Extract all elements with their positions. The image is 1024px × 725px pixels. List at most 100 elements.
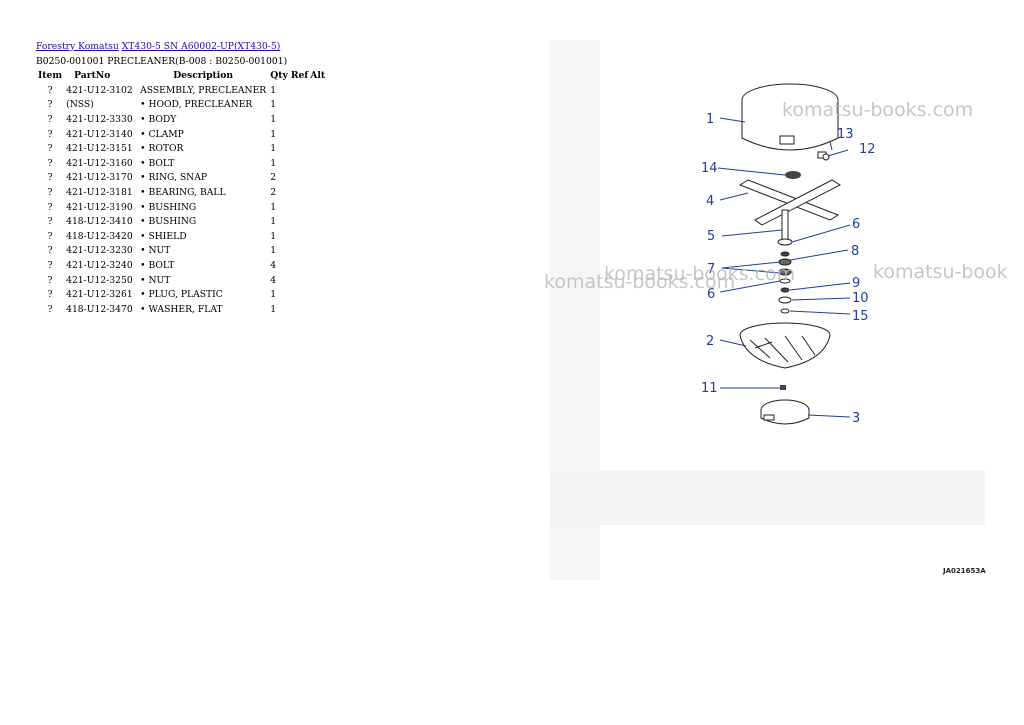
- cell-partno: 418-U12-3470: [66, 303, 133, 315]
- cell-ref: [290, 230, 309, 245]
- parts-table-header: Item PartNo Description Qty Ref Alt: [36, 69, 326, 84]
- cell-qty: 2: [270, 186, 277, 198]
- cell-ref: [290, 142, 309, 157]
- cell-alt: [309, 230, 326, 245]
- cell-description: • SHIELD: [140, 230, 187, 242]
- cell-item: ?: [47, 157, 53, 169]
- callout-7: 7: [707, 262, 715, 277]
- cell-item: ?: [47, 84, 53, 96]
- cell-alt: [309, 215, 326, 230]
- cell-ref: [290, 274, 309, 289]
- cell-partno: 421-U12-3181: [66, 186, 133, 198]
- diagram-svg: 1 13 12 14 4 6 5 8 7 6 9 10 15 2 11 3 ko…: [544, 40, 1008, 580]
- header-ref: Ref: [290, 70, 309, 82]
- bushing-part: [785, 171, 801, 179]
- cell-partno: 421-U12-3230: [66, 245, 133, 257]
- cell-qty: 2: [270, 172, 277, 184]
- cell-qty: 4: [270, 259, 277, 271]
- cell-qty: 1: [270, 99, 277, 111]
- page-subtitle: B0250-001001 PRECLEANER(B-008 : B0250-00…: [36, 55, 288, 67]
- cell-qty: 1: [270, 128, 277, 140]
- cell-alt: [309, 186, 326, 201]
- cell-alt: [309, 274, 326, 289]
- cell-description: • BOLT: [140, 157, 175, 169]
- cell-ref: [290, 84, 309, 99]
- header-description: Description: [173, 70, 234, 82]
- cell-partno: 421-U12-3140: [66, 128, 133, 140]
- breadcrumb-link-forestry-komatsu[interactable]: Forestry Komatsu: [36, 41, 119, 52]
- cell-partno: 421-U12-3240: [66, 259, 133, 271]
- cell-item: ?: [47, 274, 53, 286]
- cell-partno: 421-U12-3102: [66, 84, 133, 96]
- callout-10: 10: [852, 291, 869, 306]
- cell-partno: 418-U12-3420: [66, 230, 133, 242]
- cell-description: • RING, SNAP: [140, 172, 208, 184]
- cell-qty: 1: [270, 201, 277, 213]
- hood-part: [741, 83, 839, 151]
- cell-item: ?: [47, 259, 53, 271]
- callout-11: 11: [701, 381, 718, 396]
- cell-description: • PLUG, PLASTIC: [140, 289, 223, 301]
- cell-qty: 1: [270, 143, 277, 155]
- callout-6-bottom: 6: [707, 287, 715, 302]
- callout-13: 13: [837, 127, 854, 142]
- cell-ref: [290, 113, 309, 128]
- cell-partno: 421-U12-3160: [66, 157, 133, 169]
- cell-partno: 421-U12-3151: [66, 143, 133, 155]
- callout-labels: 1 13 12 14 4 6 5 8 7 6 9 10 15 2 11 3: [701, 112, 876, 426]
- cell-alt: [309, 244, 326, 259]
- cell-ref: [290, 244, 309, 259]
- cell-ref: [290, 128, 309, 143]
- cell-alt: [309, 259, 326, 274]
- cell-ref: [290, 215, 309, 230]
- cell-partno: 421-U12-3190: [66, 201, 133, 213]
- breadcrumb: Forestry Komatsu XT430-5 SN A60002-UP(XT…: [36, 40, 336, 55]
- watermark-top: komatsu-books.com: [782, 99, 973, 121]
- cell-item: ?: [47, 230, 53, 242]
- breadcrumb-link-model[interactable]: XT430-5 SN A60002-UP(XT430-5): [121, 41, 281, 52]
- cell-description: • BEARING, BALL: [140, 186, 226, 198]
- diagram-code: JA021653A: [942, 567, 986, 575]
- cell-item: ?: [47, 201, 53, 213]
- cell-ref: [290, 98, 309, 113]
- cell-partno: (NSS): [66, 99, 94, 111]
- cell-description: • CLAMP: [140, 128, 184, 140]
- callout-9: 9: [852, 276, 860, 291]
- table-row: ? 421-U12-3261 • PLUG, PLASTIC 1: [36, 288, 326, 303]
- cell-partno: 421-U12-3261: [66, 289, 133, 301]
- table-row: ? 421-U12-3160 • BOLT 1: [36, 157, 326, 172]
- cell-item: ?: [47, 289, 53, 301]
- cell-ref: [290, 303, 309, 318]
- callout-4: 4: [706, 194, 714, 209]
- cell-ref: [290, 157, 309, 172]
- watermark-right: komatsu-book: [873, 261, 1008, 283]
- cell-ref: [290, 171, 309, 186]
- cell-alt: [309, 171, 326, 186]
- cell-description: • BUSHING: [140, 216, 197, 228]
- cell-description: • NUT: [140, 245, 171, 257]
- watermark-middle: komatsu-books.com: [604, 263, 795, 285]
- cell-ref: [290, 259, 309, 274]
- parts-table: Item PartNo Description Qty Ref Alt ?421…: [36, 69, 326, 317]
- cell-item: ?: [47, 172, 53, 184]
- header-alt: Alt: [310, 70, 326, 82]
- cell-qty: 1: [270, 157, 277, 169]
- cell-qty: 4: [270, 274, 277, 286]
- cell-description: • HOOD, PRECLEANER: [140, 99, 253, 111]
- cell-alt: [309, 142, 326, 157]
- callout-1: 1: [706, 112, 714, 127]
- clamp-part: [760, 399, 810, 425]
- cell-alt: [309, 157, 326, 172]
- nut-part: [780, 385, 786, 390]
- cell-qty: 1: [270, 289, 277, 301]
- small-bolt-part: [817, 151, 830, 161]
- callout-15: 15: [852, 309, 869, 324]
